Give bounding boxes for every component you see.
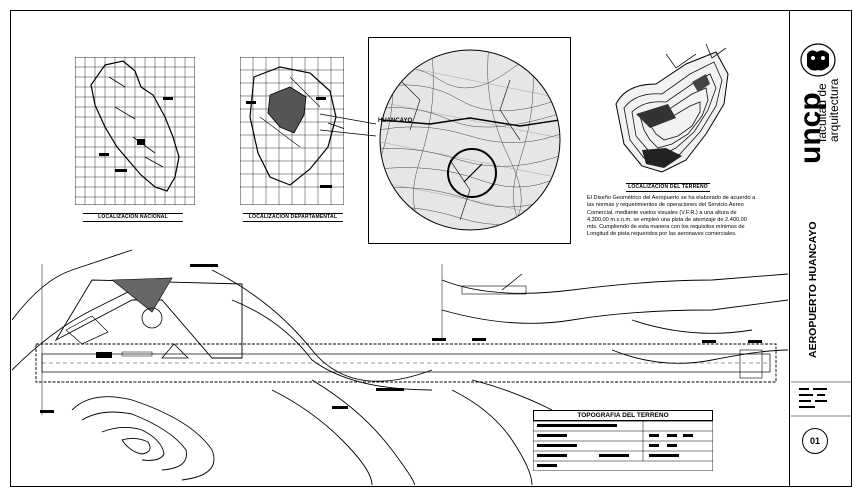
design-description: El Diseño Geométrico del Aeropuerto se h…	[587, 195, 756, 238]
project-title: AEROPUERTO HUANCAYO	[807, 221, 819, 358]
university-logo-icon	[800, 43, 836, 77]
map-label-huancayo: HUANCAYO	[378, 118, 412, 124]
sheet-number: 01	[802, 428, 828, 454]
caption-departmental: LOCALIZACION DEPARTAMENTAL	[243, 213, 343, 222]
caption-national: LOCALIZACION NACIONAL	[83, 213, 183, 222]
title-block-rows	[791, 381, 851, 417]
title-block	[789, 10, 852, 487]
logo-faculty-2: arquitectura	[827, 78, 841, 142]
connector-lines	[320, 113, 377, 137]
regional-topo-map-frame	[368, 37, 571, 244]
national-location-map	[75, 57, 195, 205]
sheet-border	[10, 10, 852, 487]
topography-table	[533, 421, 713, 471]
airport-site-plan	[12, 249, 788, 485]
regional-topo-map: HUANCAYO	[378, 49, 561, 231]
caption-topography: TOPOGRAFIA DEL TERRENO	[533, 410, 713, 421]
terrain-location-map	[615, 44, 729, 173]
caption-terrain: LOCALIZACION DEL TERRENO	[626, 183, 710, 192]
